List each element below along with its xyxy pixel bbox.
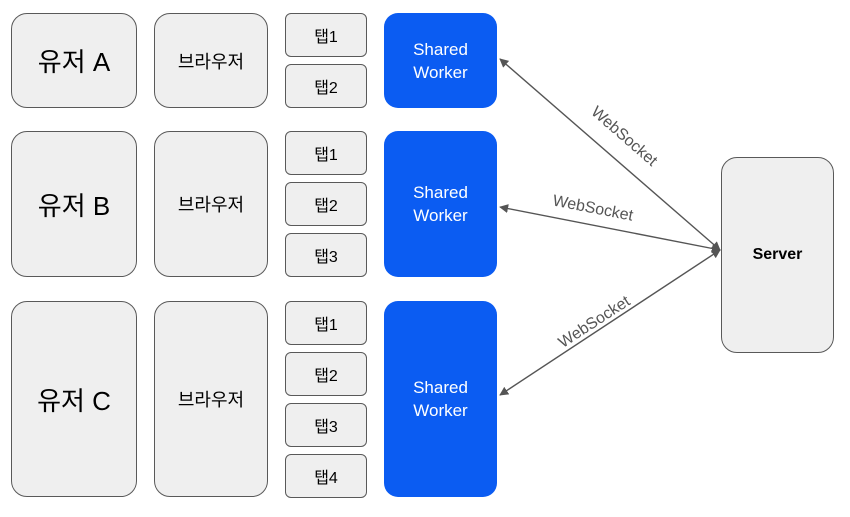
tab-b1-label: 탭1 (314, 147, 338, 164)
shared-worker-b-line1: Shared (413, 183, 468, 202)
tab-b3-label: 탭3 (314, 249, 338, 266)
websocket-arrow-a (499, 58, 721, 251)
shared-worker-b-line2: Worker (413, 206, 468, 225)
tab-a1-label: 탭1 (314, 29, 338, 46)
user-b-label: 유저 B (37, 190, 111, 221)
tab-a2: 탭2 (285, 64, 367, 108)
browser-a-box: 브라우저 (154, 13, 268, 108)
tab-b2-label: 탭2 (314, 198, 338, 215)
websocket-label-c: WebSocket (556, 293, 634, 352)
user-a-box: 유저 A (11, 13, 137, 108)
user-c-label: 유저 C (37, 385, 111, 416)
tab-c2-label: 탭2 (314, 368, 338, 385)
tab-c4-label: 탭4 (314, 470, 338, 487)
websocket-arrow-b (499, 204, 721, 253)
tab-c1: 탭1 (285, 301, 367, 345)
shared-worker-b: Shared Worker (384, 131, 497, 277)
tab-b1: 탭1 (285, 131, 367, 175)
shared-worker-a: Shared Worker (384, 13, 497, 108)
shared-worker-c: Shared Worker (384, 301, 497, 497)
browser-a-label: 브라우저 (177, 51, 245, 72)
server-label: Server (752, 246, 803, 263)
tab-c3: 탭3 (285, 403, 367, 447)
browser-b-label: 브라우저 (177, 195, 245, 215)
shared-worker-c-line2: Worker (413, 401, 468, 420)
tab-c4: 탭4 (285, 454, 367, 498)
browser-c-box: 브라우저 (154, 301, 268, 497)
tab-a1: 탭1 (285, 13, 367, 57)
tab-a2-label: 탭2 (314, 80, 338, 97)
user-c-box: 유저 C (11, 301, 137, 497)
tab-c1-label: 탭1 (314, 317, 338, 334)
shared-worker-a-line2: Worker (413, 62, 468, 82)
tab-b3: 탭3 (285, 233, 367, 277)
tab-b2: 탭2 (285, 182, 367, 226)
browser-c-label: 브라우저 (177, 390, 245, 410)
server-box: Server (721, 157, 834, 353)
shared-worker-c-line1: Shared (413, 378, 468, 397)
websocket-arrow-c (499, 249, 721, 396)
browser-b-box: 브라우저 (154, 131, 268, 277)
websocket-label-a: WebSocket (588, 103, 661, 170)
shared-worker-a-line1: Shared (413, 39, 468, 59)
tab-c2: 탭2 (285, 352, 367, 396)
user-b-box: 유저 B (11, 131, 137, 277)
tab-c3-label: 탭3 (314, 419, 338, 436)
user-a-label: 유저 A (37, 47, 111, 77)
